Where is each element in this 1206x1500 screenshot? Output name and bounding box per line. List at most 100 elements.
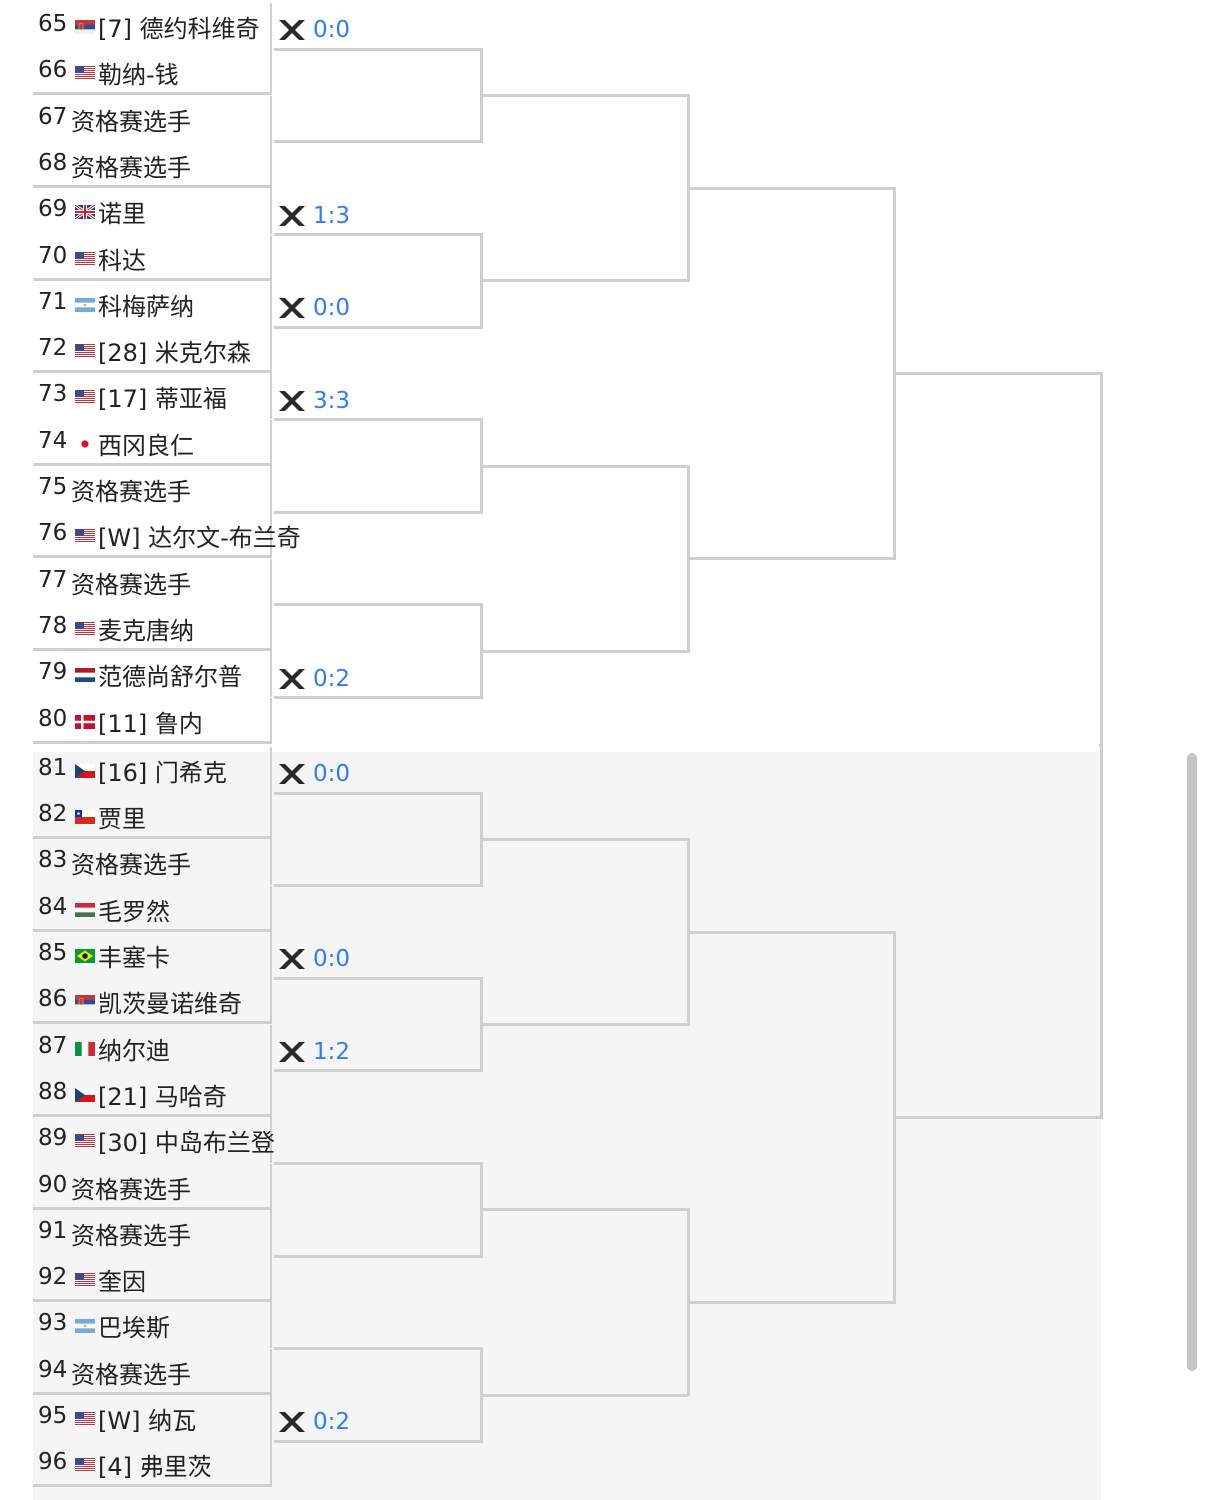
bracket-line (481, 649, 688, 653)
flag-chi-icon (75, 809, 95, 825)
h2h-score-value[interactable]: 0:2 (313, 665, 351, 692)
player-name[interactable]: [16] 门希克 (98, 758, 227, 787)
bracket-line (274, 1254, 481, 1258)
player-name[interactable]: [W] 达尔文-布兰奇 (98, 524, 301, 553)
draw-slot[interactable]: 65[7] 德约科维奇 (33, 3, 272, 49)
scrollbar[interactable] (1187, 753, 1197, 1371)
draw-slot[interactable]: 80 [11] 鲁内 (33, 697, 272, 744)
player-name[interactable]: 勒纳-钱 (98, 61, 179, 90)
bracket-line (1099, 743, 1101, 747)
draw-slot[interactable]: 76[W] 达尔文-布兰奇 (33, 512, 301, 559)
player-name[interactable]: [11] 鲁内 (98, 709, 203, 738)
h2h-score[interactable]: 0:0 (278, 15, 350, 45)
h2h-score[interactable]: 0:0 (278, 293, 350, 323)
player-name[interactable]: 纳尔迪 (98, 1036, 170, 1065)
draw-slot[interactable]: 89 [30] 中岛布兰登 (33, 1117, 275, 1164)
player-name[interactable]: 诺里 (98, 200, 146, 229)
h2h-score-value[interactable]: 0:0 (313, 17, 351, 44)
player-name[interactable]: [17] 蒂亚福 (98, 385, 227, 414)
player-name[interactable]: 丰塞卡 (98, 944, 170, 972)
h2h-score-value[interactable]: 0:2 (313, 1409, 351, 1436)
player-name[interactable]: 科梅萨纳 (98, 292, 194, 321)
crossed-rackets-icon (278, 667, 306, 691)
player-name[interactable]: 资格赛选手 (71, 1221, 191, 1250)
player-name[interactable]: 毛罗然 (98, 897, 170, 926)
h2h-score-value[interactable]: 3:3 (313, 387, 351, 414)
player-name[interactable]: 西冈良仁 (98, 431, 194, 460)
draw-slot[interactable]: 72[28] 米克尔森 (33, 327, 272, 374)
player-name[interactable]: 资格赛选手 (71, 1175, 191, 1204)
player-name[interactable]: 贾里 (98, 805, 146, 834)
player-name[interactable]: [28] 米克尔森 (98, 339, 251, 368)
player-name[interactable]: 资格赛选手 (71, 1360, 191, 1389)
h2h-score[interactable]: 0:0 (278, 944, 350, 974)
player-name[interactable]: 资格赛选手 (71, 153, 191, 182)
player-name[interactable]: 资格赛选手 (71, 107, 191, 136)
draw-position: 80 (38, 705, 68, 732)
player-name[interactable]: [30] 中岛布兰登 (98, 1129, 275, 1158)
h2h-score[interactable]: 0:0 (278, 759, 350, 789)
h2h-score-value[interactable]: 1:3 (313, 202, 351, 229)
draw-position: 85 (38, 940, 68, 966)
h2h-score[interactable]: 1:3 (278, 201, 350, 231)
player-name[interactable]: 麦克唐纳 (98, 616, 194, 645)
draw-slot[interactable]: 95[W] 纳瓦 (33, 1395, 272, 1441)
player-name[interactable]: 范德尚舒尔普 (98, 663, 242, 692)
draw-position: 88 (38, 1078, 68, 1105)
h2h-score-value[interactable]: 1:2 (313, 1038, 351, 1065)
player-name[interactable]: 科达 (98, 246, 146, 275)
flag-gbr-icon (74, 203, 96, 221)
h2h-score-value[interactable]: 0:0 (313, 295, 351, 322)
player-name[interactable]: [7] 德约科维奇 (98, 15, 260, 43)
player-name[interactable]: 资格赛选手 (71, 851, 191, 880)
h2h-score[interactable]: 0:2 (278, 1407, 350, 1437)
bracket-line (274, 325, 481, 329)
player-name[interactable]: [4] 弗里茨 (98, 1453, 212, 1482)
h2h-score[interactable]: 1:2 (278, 1037, 350, 1067)
bracket-line (481, 1208, 688, 1212)
player-name[interactable]: [21] 马哈奇 (98, 1082, 227, 1111)
flag-ita-icon (75, 1041, 96, 1056)
player-name[interactable]: 巴埃斯 (98, 1314, 170, 1343)
h2h-score[interactable]: 0:2 (278, 664, 350, 694)
draw-position: 89 (38, 1125, 68, 1152)
draw-slot[interactable]: 85 丰塞卡 (33, 932, 272, 978)
player-name[interactable]: [W] 纳瓦 (98, 1407, 197, 1435)
player-name[interactable]: 资格赛选手 (71, 478, 191, 506)
player-name[interactable]: 奎因 (98, 1268, 146, 1297)
draw-slot[interactable]: 96[4] 弗里茨 (33, 1441, 272, 1488)
draw-slot[interactable]: 88 [21] 马哈奇 (33, 1070, 272, 1117)
draw-slot[interactable]: 73[17] 蒂亚福 (33, 373, 272, 420)
player-name[interactable]: 资格赛选手 (71, 570, 191, 599)
h2h-score-value[interactable]: 0:0 (313, 946, 351, 973)
bracket-line (274, 696, 481, 699)
h2h-score-value[interactable]: 0:0 (313, 761, 351, 788)
draw-slot[interactable]: 81[16] 门希克 (33, 746, 272, 793)
flag-srb-icon (75, 19, 95, 35)
h2h-score[interactable]: 3:3 (278, 386, 350, 416)
player-name[interactable]: 凯茨曼诺维奇 (98, 990, 242, 1019)
